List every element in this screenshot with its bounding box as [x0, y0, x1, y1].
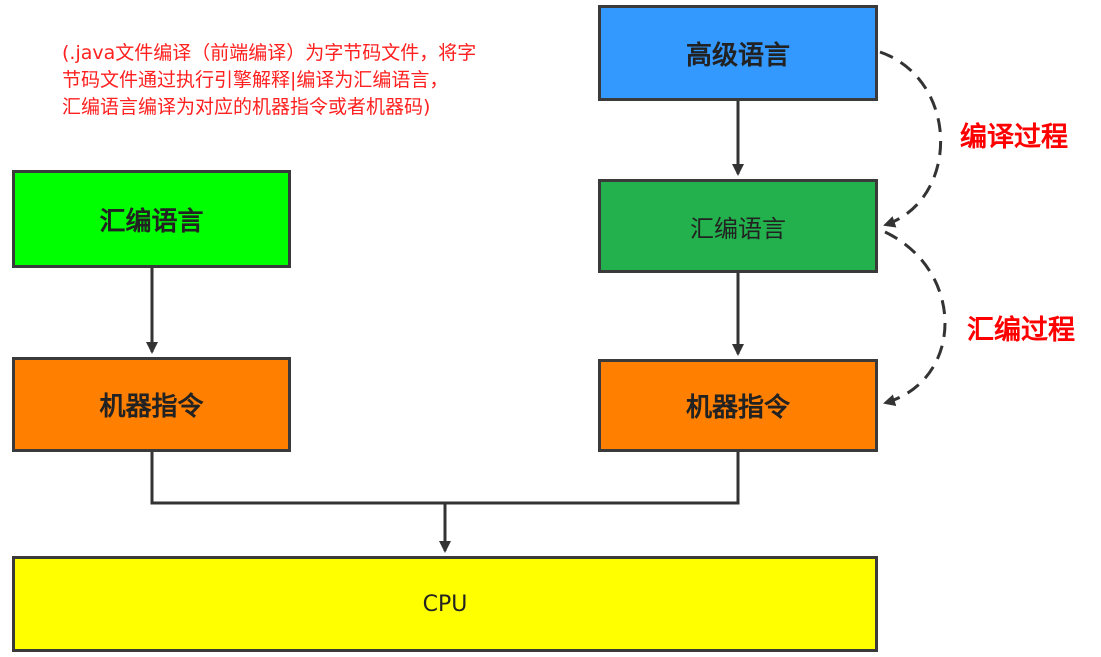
- assemble-process-label: 汇编过程: [967, 315, 1075, 346]
- cpu-box: CPU: [12, 556, 878, 652]
- explanation-note: (.java文件编译（前端编译）为字节码文件，将字 节码文件通过执行引擎解释|编…: [62, 40, 562, 121]
- note-line-2: 节码文件通过执行引擎解释|编译为汇编语言，: [62, 69, 449, 91]
- left-machine-box: 机器指令: [12, 357, 291, 452]
- left-assembly-box: 汇编语言: [12, 170, 291, 268]
- note-line-1: (.java文件编译（前端编译）为字节码文件，将字: [62, 42, 477, 64]
- compile-process-curve: [879, 50, 943, 228]
- connector-machines-to-cpu: [150, 452, 740, 505]
- right-machine-box: 机器指令: [598, 359, 878, 452]
- assemble-process-curve: [883, 230, 947, 406]
- high-level-language-box: 高级语言: [598, 5, 878, 101]
- compile-process-label: 编译过程: [960, 122, 1068, 153]
- right-assembly-box: 汇编语言: [598, 179, 878, 273]
- note-line-3: 汇编语言编译为对应的机器指令或者机器码): [62, 96, 431, 118]
